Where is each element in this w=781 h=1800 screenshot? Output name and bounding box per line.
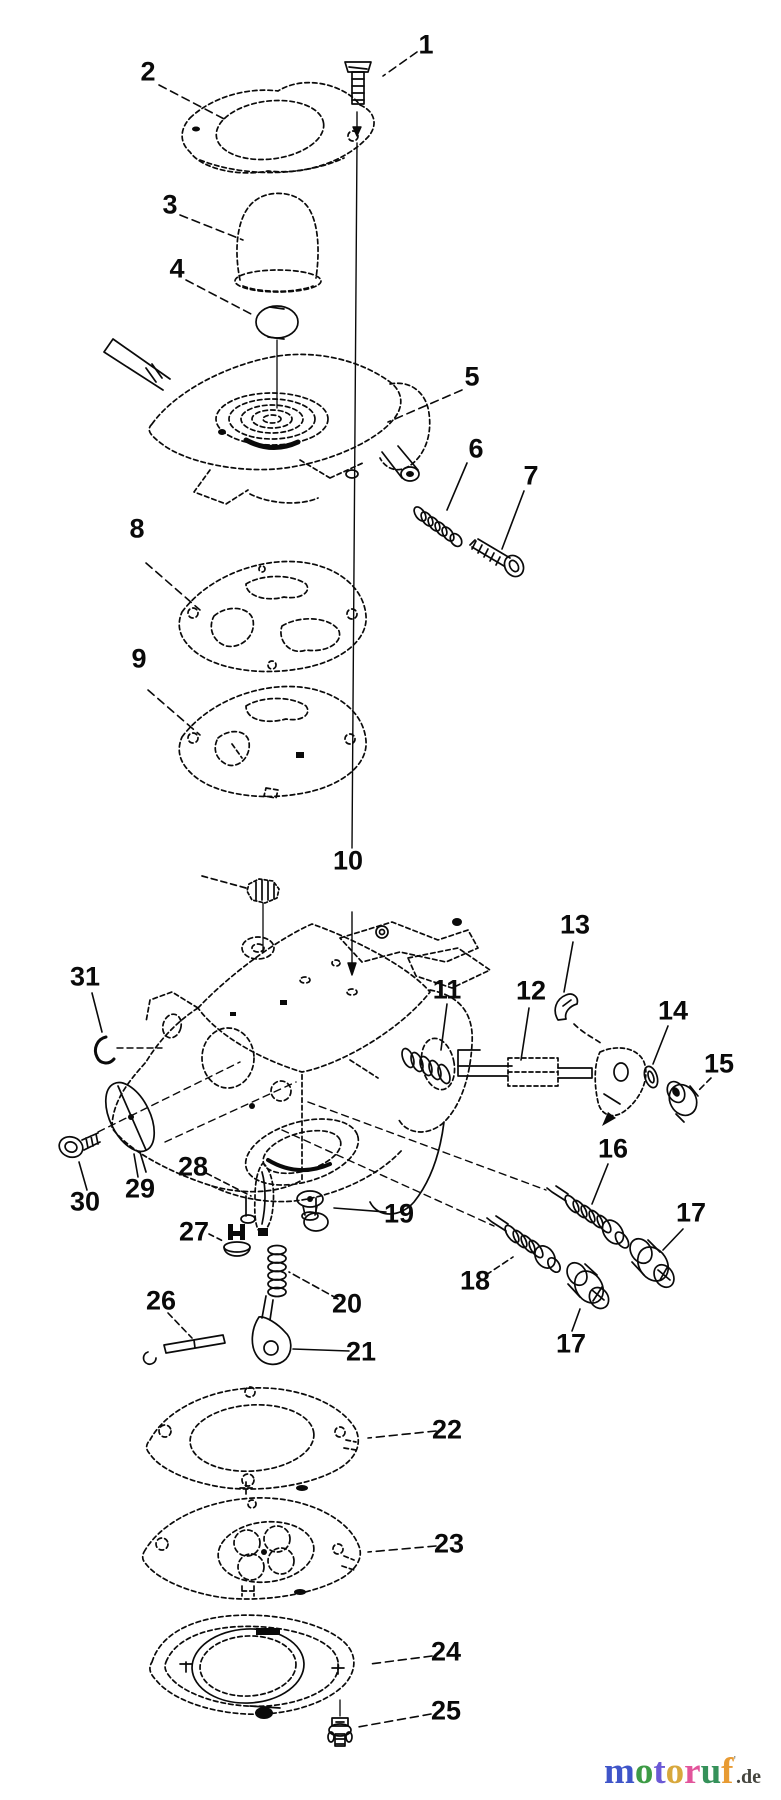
part-27-clip (223, 1224, 251, 1257)
logo-letter-m: m (604, 1751, 635, 1792)
part-5-upper-body (103, 338, 431, 505)
logo-letter-r: r (684, 1751, 701, 1792)
part-26-pin (142, 1334, 226, 1366)
callout-24: 24 (430, 1636, 462, 1667)
part-30-screw (58, 1132, 101, 1159)
callout-15: 15 (703, 1048, 735, 1079)
part-2-gasket (181, 81, 375, 174)
callout-2: 2 (140, 56, 156, 87)
part-22-gasket (145, 1386, 360, 1495)
callout-7: 7 (523, 460, 539, 491)
callout-18: 18 (459, 1265, 491, 1296)
callout-17b: 17 (555, 1328, 587, 1359)
callout-8: 8 (129, 513, 145, 544)
callout-1: 1 (418, 29, 434, 60)
logo-letter-o: o (665, 1751, 685, 1792)
callout-11: 11 (432, 974, 462, 1005)
callout-3: 3 (162, 189, 178, 220)
part-18-needle-valve (486, 1215, 562, 1274)
part-20-spring (267, 1244, 287, 1298)
callout-9: 9 (131, 643, 147, 674)
part-19-grommet (296, 1190, 324, 1221)
part-12-throttle-shaft (457, 1049, 593, 1087)
part-7-screw (469, 538, 525, 578)
part-17-cap-right (629, 1237, 675, 1289)
logo-tick: ' (733, 1754, 737, 1769)
callout-4: 4 (169, 253, 185, 284)
part-16-needle-valve (546, 1185, 630, 1249)
callout-26: 26 (145, 1285, 177, 1316)
callout-5: 5 (464, 361, 480, 392)
part-9-plate (178, 685, 367, 799)
part-adjuster-nut (201, 875, 280, 953)
callout-17a: 17 (675, 1197, 707, 1228)
callout-27: 27 (178, 1216, 210, 1247)
callout-13: 13 (559, 909, 591, 940)
part-11-spring (401, 1047, 451, 1085)
part-21-metering-lever (251, 1295, 292, 1366)
callout-28: 28 (177, 1151, 209, 1182)
callout-23: 23 (433, 1528, 465, 1559)
logo-letter-u: u (700, 1751, 722, 1792)
part-15-cap (666, 1080, 699, 1123)
logo-letter-f: f (721, 1751, 734, 1792)
motoruf-logo: motoruf'.de (604, 1750, 779, 1793)
callout-21: 21 (345, 1336, 377, 1367)
logo-brand-text: motoruf (604, 1751, 734, 1792)
part-13-clip (554, 993, 603, 1045)
callout-29: 29 (124, 1173, 156, 1204)
callout-20: 20 (331, 1288, 363, 1319)
callout-31: 31 (69, 961, 101, 992)
part-25-screw (327, 1699, 353, 1747)
callout-10: 10 (332, 845, 364, 876)
part-6-spring-screw (413, 506, 463, 548)
logo-letter-t: t (653, 1751, 666, 1792)
part-23-diaphragm (141, 1497, 362, 1600)
part-31-c-clip (93, 1035, 163, 1065)
part-1-screw (344, 61, 372, 105)
callout-6: 6 (468, 433, 484, 464)
part-14-cam-lever (594, 1047, 659, 1126)
callout-16: 16 (597, 1133, 629, 1164)
callout-14: 14 (657, 995, 689, 1026)
connector-line-16 (307, 1101, 547, 1191)
part-10-main-body (97, 918, 491, 1232)
part-28-metering-needle (253, 1162, 275, 1236)
callout-19: 19 (383, 1198, 415, 1229)
part-29-throttle-disc (104, 1081, 156, 1173)
connector-line-18 (281, 1129, 495, 1227)
callout-30: 30 (69, 1186, 101, 1217)
part-4-disc (255, 305, 299, 409)
callout-22: 22 (431, 1414, 463, 1445)
logo-domain-suffix: .de (736, 1766, 762, 1788)
leader-lines (78, 51, 712, 1728)
part-17-cap-bottom (566, 1261, 610, 1310)
part-8-plate (178, 560, 367, 673)
part-24-cover (149, 1614, 355, 1719)
part-3-dome-cap (234, 192, 322, 293)
logo-letter-o: o (634, 1751, 654, 1792)
callout-25: 25 (430, 1695, 462, 1726)
callout-12: 12 (515, 975, 547, 1006)
